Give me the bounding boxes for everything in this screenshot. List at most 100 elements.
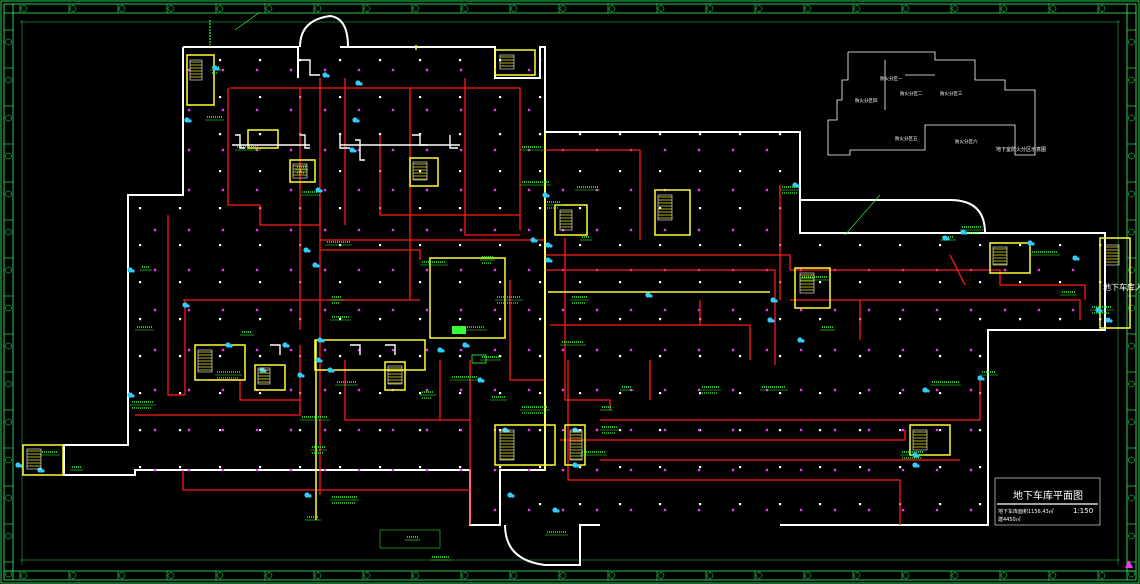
- valve-icon: [507, 492, 513, 498]
- column: [739, 244, 742, 247]
- column: [419, 59, 422, 62]
- column: [699, 133, 702, 136]
- column: [259, 429, 262, 432]
- sprinkler: [153, 468, 157, 472]
- sprinkler: [731, 428, 735, 432]
- axis-bubble: [5, 304, 12, 312]
- sprinkler: [595, 468, 599, 472]
- axis-bubble: [1128, 38, 1135, 46]
- sprinkler: [493, 508, 497, 512]
- sprinkler: [969, 388, 973, 392]
- stair-outline: [912, 429, 928, 451]
- valve-icon: [188, 119, 192, 123]
- valve-icon: [796, 184, 800, 188]
- sprinkler: [595, 388, 599, 392]
- sprinkler: [697, 228, 701, 232]
- sprinkler: [663, 508, 667, 512]
- valve-icon: [1105, 317, 1111, 323]
- column: [619, 503, 622, 506]
- axis-bubble: [5, 76, 12, 84]
- interior-walls: [232, 59, 460, 355]
- column: [419, 318, 422, 321]
- column: [819, 244, 822, 247]
- column: [939, 355, 942, 358]
- sprinkler: [799, 348, 803, 352]
- sprinkler: [629, 508, 633, 512]
- valve-icon: [308, 494, 312, 498]
- sprinkler: [221, 188, 225, 192]
- valve-icon: [534, 239, 538, 243]
- valve-icon: [131, 394, 135, 398]
- column: [619, 244, 622, 247]
- column: [339, 355, 342, 358]
- column: [979, 355, 982, 358]
- area-note-2: 建4450㎡: [998, 516, 1021, 523]
- column: [859, 392, 862, 395]
- axis-bubble: [853, 5, 861, 12]
- column: [779, 392, 782, 395]
- sprinkler: [289, 268, 293, 272]
- column: [459, 244, 462, 247]
- equipment-block: [471, 354, 487, 364]
- column: [419, 133, 422, 136]
- axis-bubble: [1098, 5, 1106, 12]
- valve-icon: [1099, 309, 1103, 313]
- column: [459, 281, 462, 284]
- column: [499, 355, 502, 358]
- valve-icon: [792, 182, 798, 188]
- column: [219, 133, 222, 136]
- column: [619, 170, 622, 173]
- column: [339, 207, 342, 210]
- valve-icon: [319, 359, 323, 363]
- valve-icon: [926, 389, 930, 393]
- stair-outline: [569, 429, 583, 461]
- axis-bubble: [1128, 266, 1135, 274]
- column: [259, 244, 262, 247]
- sprinkler: [493, 348, 497, 352]
- sprinkler: [425, 188, 429, 192]
- column: [539, 59, 542, 62]
- sprinkler: [187, 308, 191, 312]
- stair-outline: [559, 209, 573, 231]
- column: [339, 170, 342, 173]
- axis-bubble: [706, 5, 714, 12]
- column: [179, 207, 182, 210]
- stair-outline: [387, 365, 403, 385]
- sprinkler: [221, 388, 225, 392]
- sprinkler: [425, 108, 429, 112]
- column: [539, 355, 542, 358]
- axis-bubble: [902, 5, 910, 12]
- valve-icon: [315, 357, 321, 363]
- sprinkler: [221, 68, 225, 72]
- column: [139, 207, 142, 210]
- sprinkler: [289, 308, 293, 312]
- column: [419, 466, 422, 469]
- column: [579, 170, 582, 173]
- valve-icon: [964, 231, 968, 235]
- column: [179, 392, 182, 395]
- axis-bubble: [314, 572, 322, 579]
- axis-bubble: [902, 572, 910, 579]
- sprinkler: [527, 188, 531, 192]
- column: [499, 281, 502, 284]
- column: [379, 96, 382, 99]
- axis-bubble: [461, 5, 469, 12]
- sprinkler: [187, 188, 191, 192]
- column: [739, 207, 742, 210]
- sprinkler: [323, 348, 327, 352]
- sprinkler: [255, 188, 259, 192]
- sprinkler: [969, 348, 973, 352]
- valve-icon: [304, 492, 310, 498]
- axis-bubble: [1128, 342, 1135, 350]
- column: [419, 96, 422, 99]
- column: [339, 466, 342, 469]
- sprinkler: [697, 348, 701, 352]
- column: [219, 59, 222, 62]
- sprinkler: [833, 348, 837, 352]
- valve-icon: [477, 377, 483, 383]
- axis-bubble: [1049, 572, 1057, 579]
- valve-icon: [1109, 319, 1113, 323]
- column: [419, 207, 422, 210]
- column: [859, 281, 862, 284]
- valve-icon: [301, 374, 305, 378]
